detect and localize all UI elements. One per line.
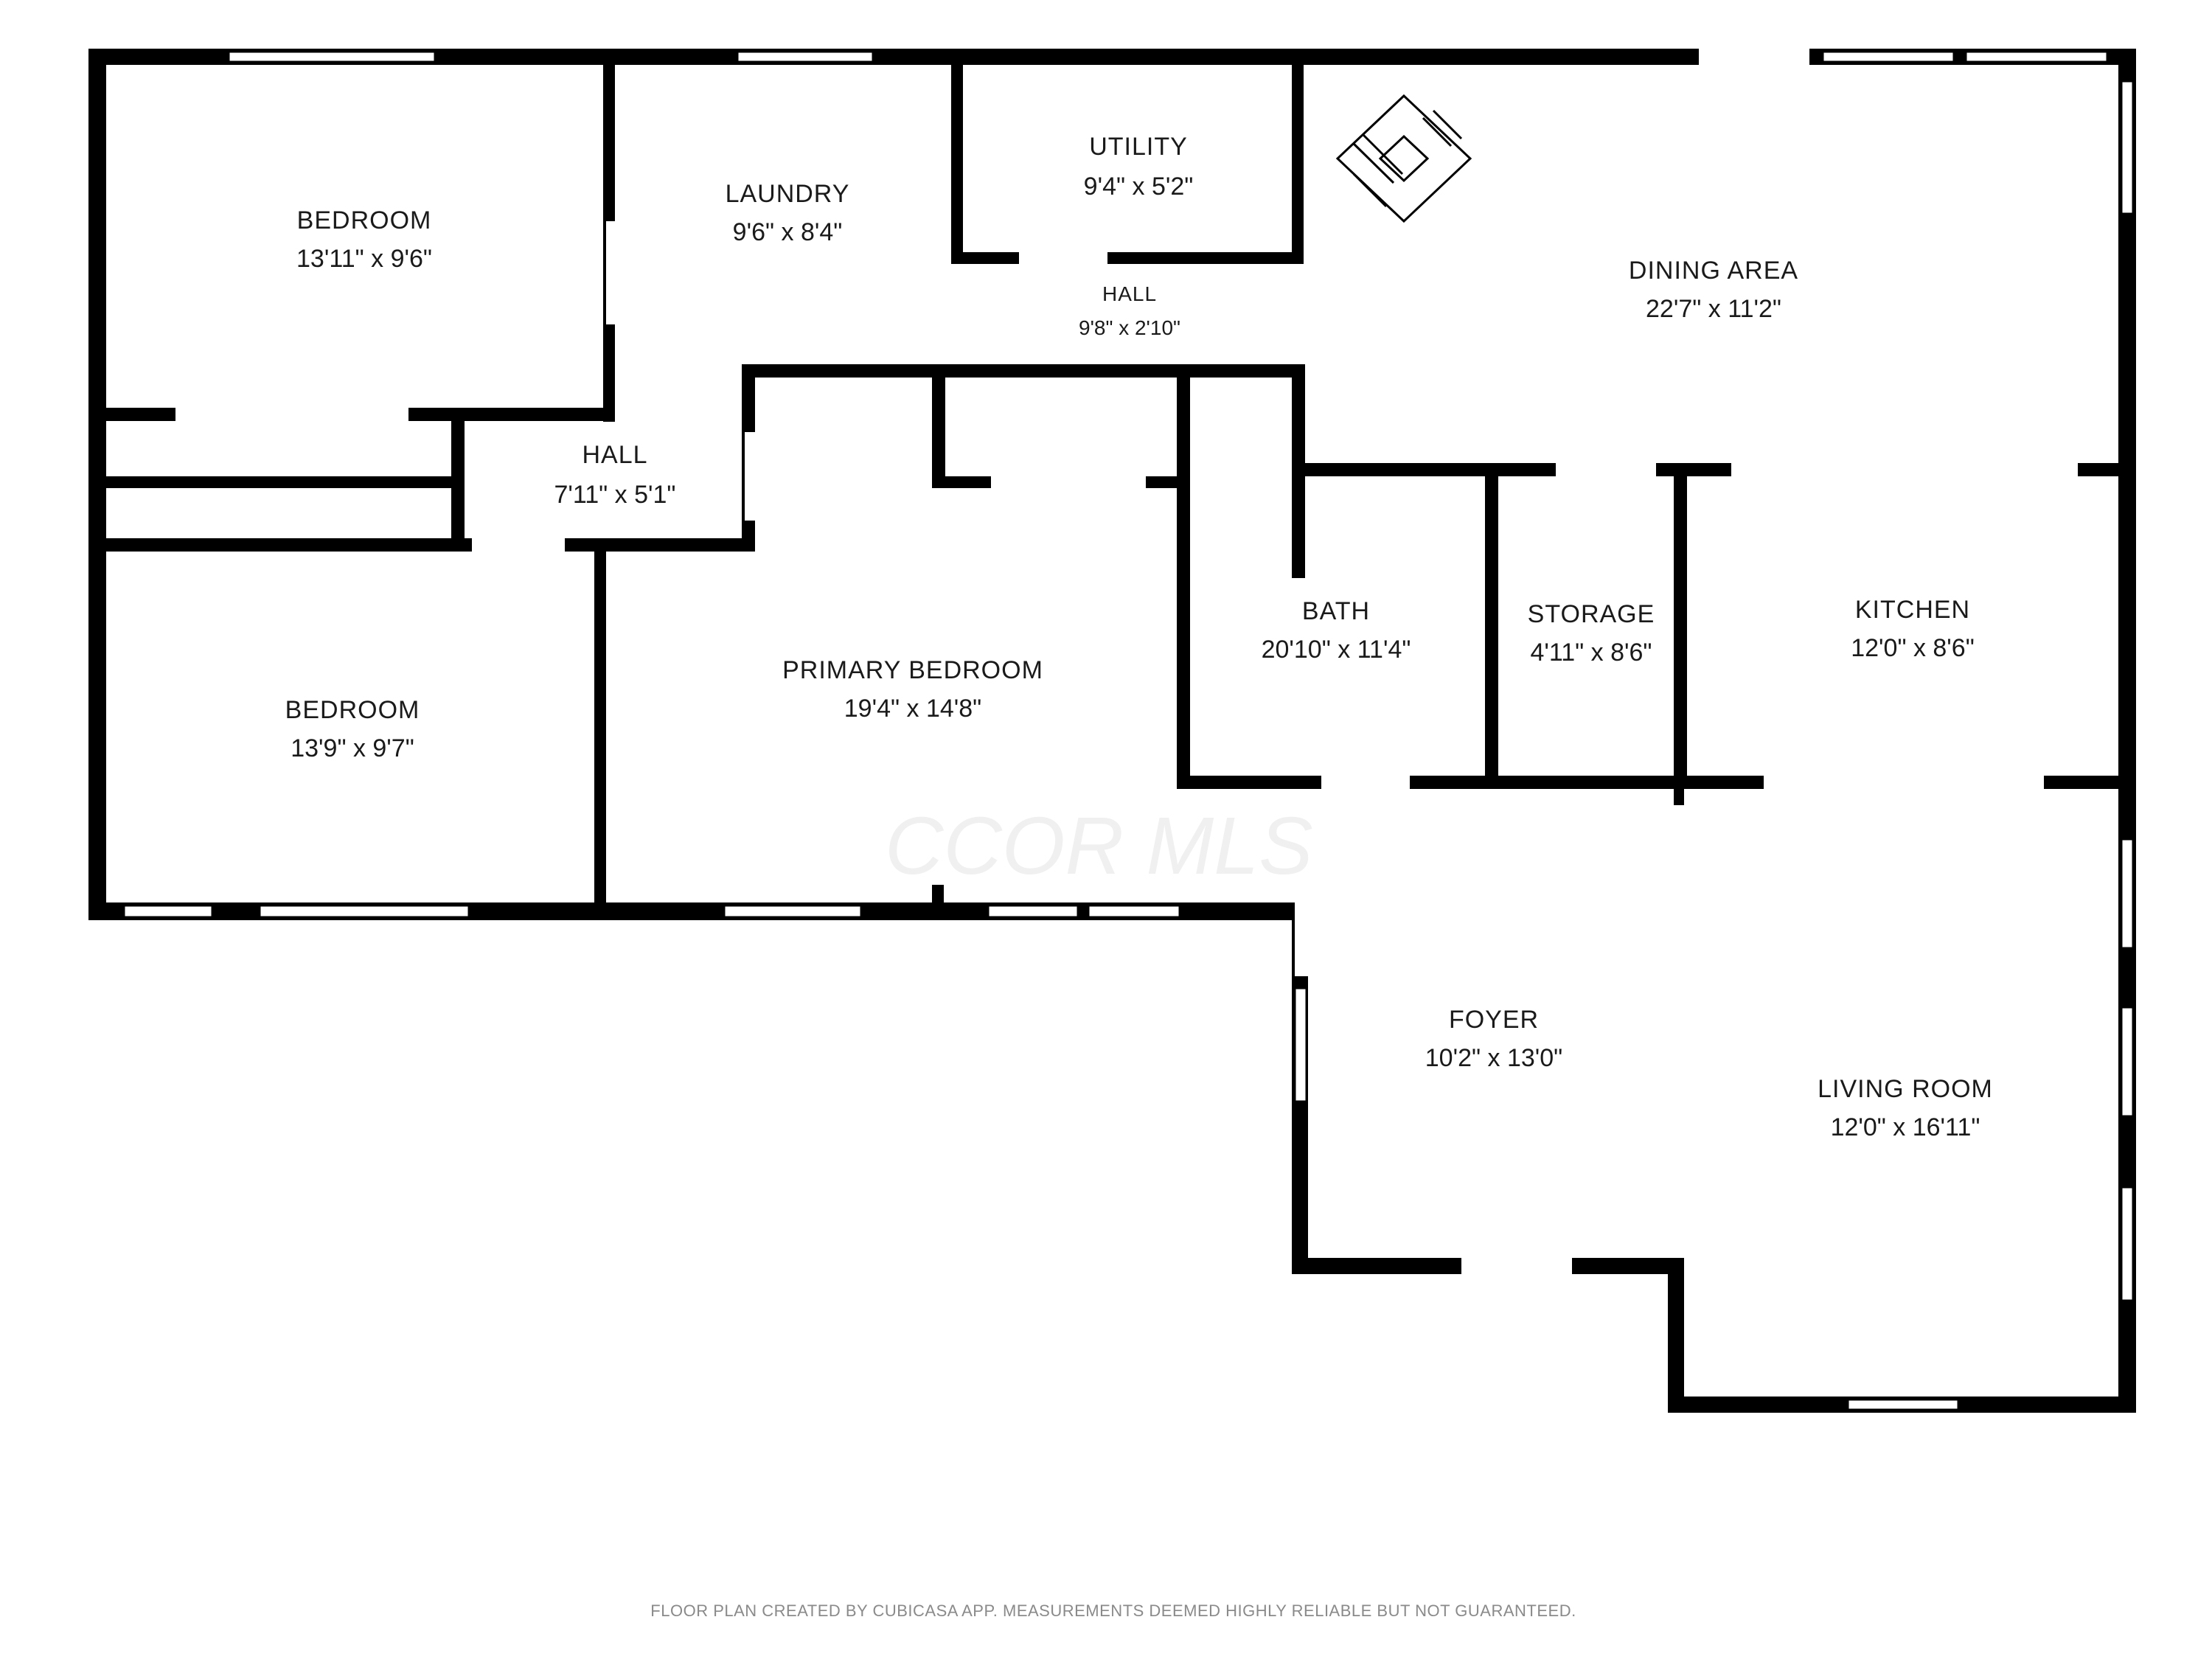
room-label-bedroom-sw: BEDROOM 13'9" x 9'7" bbox=[285, 696, 420, 762]
room-dimensions: 7'11" x 5'1" bbox=[554, 481, 675, 509]
room-name: HALL bbox=[1102, 282, 1157, 305]
room-dimensions: 22'7" x 11'2" bbox=[1646, 295, 1781, 323]
room-dimensions: 12'0" x 8'6" bbox=[1851, 634, 1975, 662]
room-dimensions: 10'2" x 13'0" bbox=[1425, 1044, 1562, 1072]
room-label-hall-upper: HALL 9'8" x 2'10" bbox=[1079, 282, 1180, 339]
door-openings bbox=[175, 49, 2078, 1274]
room-label-foyer: FOYER 10'2" x 13'0" bbox=[1425, 1006, 1562, 1072]
room-name: STORAGE bbox=[1528, 600, 1655, 628]
room-dimensions: 20'10" x 11'4" bbox=[1262, 636, 1411, 664]
room-name: UTILITY bbox=[1089, 133, 1188, 161]
room-labels: BEDROOM 13'11" x 9'6" LAUNDRY 9'6" x 8'4… bbox=[285, 133, 1993, 1141]
fireplace-icon bbox=[1335, 94, 1472, 223]
room-name: BEDROOM bbox=[285, 696, 420, 724]
watermark: CCOR MLS bbox=[885, 801, 1313, 891]
room-dimensions: 13'9" x 9'7" bbox=[291, 734, 414, 762]
room-name: FOYER bbox=[1449, 1006, 1539, 1034]
room-label-utility: UTILITY 9'4" x 5'2" bbox=[1084, 133, 1194, 201]
room-name: DINING AREA bbox=[1629, 257, 1798, 285]
room-dimensions: 9'4" x 5'2" bbox=[1084, 173, 1194, 201]
room-label-laundry: LAUNDRY 9'6" x 8'4" bbox=[726, 180, 850, 246]
room-dimensions: 9'6" x 8'4" bbox=[733, 218, 843, 246]
room-label-primary-bedroom: PRIMARY BEDROOM 19'4" x 14'8" bbox=[782, 656, 1043, 723]
room-dimensions: 13'11" x 9'6" bbox=[296, 245, 432, 273]
room-name: LAUNDRY bbox=[726, 180, 850, 208]
room-name: BEDROOM bbox=[297, 206, 432, 234]
room-name: HALL bbox=[582, 441, 647, 469]
room-name: KITCHEN bbox=[1855, 596, 1970, 624]
room-label-hall-left: HALL 7'11" x 5'1" bbox=[554, 441, 675, 509]
room-dimensions: 19'4" x 14'8" bbox=[844, 695, 981, 723]
room-name: LIVING ROOM bbox=[1818, 1075, 1993, 1103]
room-label-living-room: LIVING ROOM 12'0" x 16'11" bbox=[1818, 1075, 1993, 1141]
room-dimensions: 4'11" x 8'6" bbox=[1530, 639, 1652, 667]
room-name: PRIMARY BEDROOM bbox=[782, 656, 1043, 684]
room-label-dining-area: DINING AREA 22'7" x 11'2" bbox=[1629, 257, 1798, 323]
room-label-storage: STORAGE 4'11" x 8'6" bbox=[1528, 600, 1655, 667]
room-name: BATH bbox=[1302, 597, 1370, 625]
footer-disclaimer: FLOOR PLAN CREATED BY CUBICASA APP. MEAS… bbox=[650, 1601, 1576, 1620]
room-label-bedroom-nw: BEDROOM 13'11" x 9'6" bbox=[296, 206, 432, 273]
room-label-kitchen: KITCHEN 12'0" x 8'6" bbox=[1851, 596, 1975, 662]
room-dimensions: 12'0" x 16'11" bbox=[1831, 1113, 1980, 1141]
room-dimensions: 9'8" x 2'10" bbox=[1079, 316, 1180, 339]
windows bbox=[122, 50, 2135, 1411]
room-label-bath: BATH 20'10" x 11'4" bbox=[1262, 597, 1411, 664]
